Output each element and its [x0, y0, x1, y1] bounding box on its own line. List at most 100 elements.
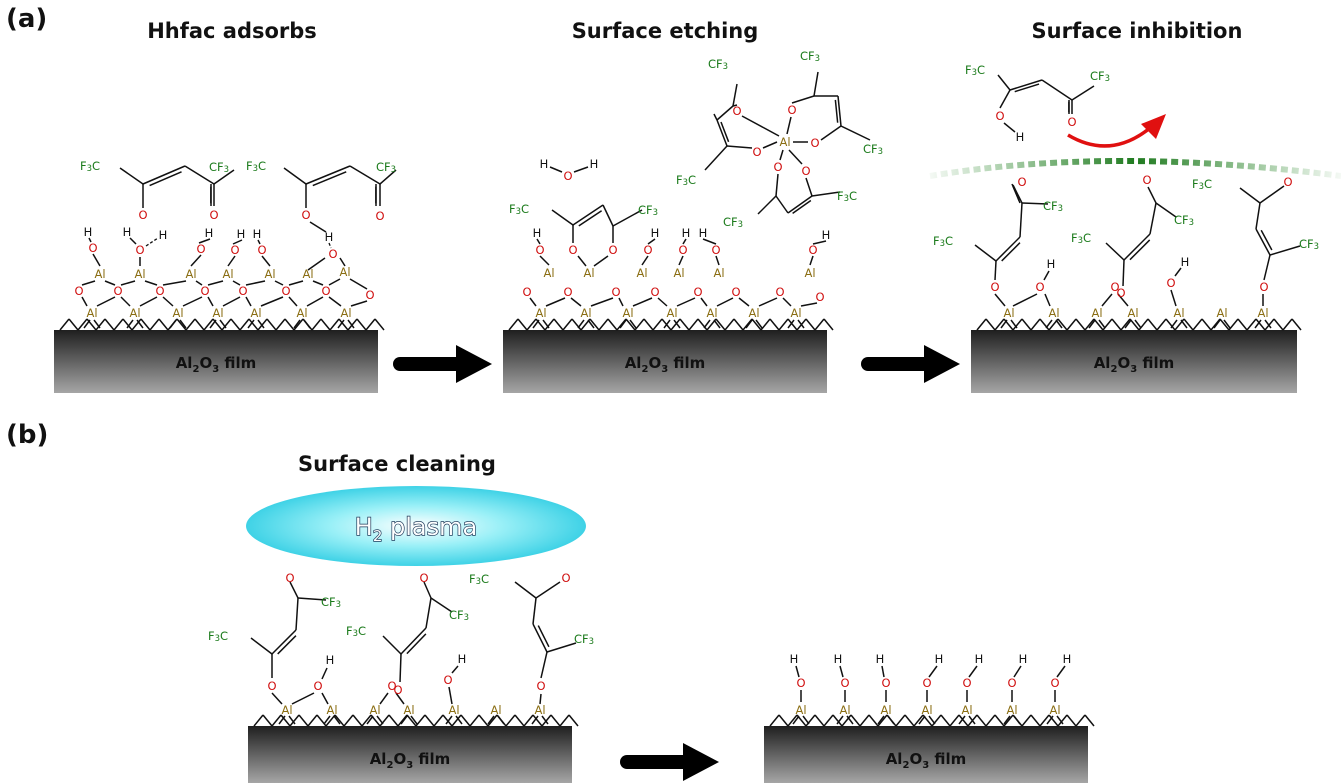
bond-line	[778, 318, 789, 331]
f3c-group: F3C	[208, 629, 228, 644]
bond-line	[445, 715, 453, 725]
bond-line	[469, 714, 480, 727]
bond-line	[994, 260, 997, 281]
bond-line	[787, 319, 795, 329]
bond-line	[379, 692, 389, 705]
bond-line	[814, 318, 825, 331]
bond-line	[1264, 318, 1275, 331]
aluminum-atom: Al	[296, 306, 307, 320]
bond-line	[839, 665, 844, 678]
oxygen-atom: O	[1067, 115, 1076, 129]
bond-line	[809, 255, 814, 266]
bond-line	[349, 278, 368, 290]
bond-line	[985, 318, 996, 331]
bond-line	[551, 209, 574, 226]
oxygen-atom: O	[815, 290, 824, 304]
bond-line	[410, 715, 418, 725]
bond-line	[232, 239, 243, 245]
bond-line	[400, 627, 427, 655]
bond-line	[339, 257, 346, 267]
bond-line	[219, 319, 227, 329]
oxygen-atom: O	[611, 285, 620, 299]
bond-line	[549, 166, 563, 173]
bond-line	[805, 714, 816, 727]
title-hhfac-adsorbs: Hhfac adsorbs	[147, 19, 317, 43]
oxygen-atom: O	[301, 208, 310, 222]
aluminum-atom: Al	[535, 306, 546, 320]
hydrogen-atom: H	[458, 652, 467, 666]
cf3-group: CF3	[1299, 237, 1319, 252]
aluminum-atom: Al	[281, 703, 292, 717]
bond-line	[968, 665, 978, 678]
oxygen-atom: O	[393, 683, 402, 697]
aluminum-atom: Al	[673, 266, 684, 280]
oxygen-atom: O	[113, 284, 122, 298]
substrate-3: Al2O3 film	[971, 330, 1297, 393]
bond-line	[307, 714, 318, 727]
process-arrow-3-head	[683, 743, 719, 781]
bond-line	[572, 204, 604, 226]
hydrogen-atom: H	[84, 225, 93, 239]
hydrogen-atom: H	[326, 653, 335, 667]
bond-line	[113, 318, 124, 331]
aluminum-atom: Al	[1003, 306, 1014, 320]
bond-line	[388, 714, 399, 727]
bond-line	[632, 297, 653, 307]
film-label-1: Al2O3 film	[176, 354, 257, 375]
bond-line	[1013, 715, 1021, 725]
bond-line	[757, 195, 777, 215]
oxygen-atom: O	[155, 284, 164, 298]
bond-line	[1039, 714, 1050, 727]
hydrogen-atom: H	[237, 227, 246, 241]
bond-line	[312, 280, 324, 286]
bond-line	[497, 715, 505, 725]
cf3-group: CF3	[1043, 199, 1063, 214]
aluminum-atom: Al	[403, 703, 414, 717]
bond-line	[542, 319, 550, 329]
bond-line	[1021, 318, 1032, 331]
bond-line	[868, 714, 879, 727]
hydrogen-atom: H	[1016, 130, 1025, 144]
hydrogen-atom: H	[651, 226, 660, 240]
bond-line	[587, 319, 595, 329]
title-surface-inhibition: Surface inhibition	[1032, 19, 1243, 43]
title-surface-etching: Surface etching	[572, 19, 759, 43]
aluminum-atom: Al	[1216, 306, 1227, 320]
bond-line	[532, 714, 543, 727]
bond-line	[1273, 318, 1284, 331]
oxygen-atom: O	[881, 676, 890, 690]
bond-line	[1201, 318, 1212, 331]
bond-line	[184, 165, 215, 185]
bond-line	[676, 297, 696, 307]
bond-line	[1066, 318, 1077, 331]
hydrogen-atom: H	[1063, 652, 1072, 666]
bond-line	[271, 629, 297, 655]
bond-line	[1246, 318, 1257, 331]
bond-line	[720, 121, 730, 143]
bond-line	[139, 296, 158, 307]
aluminum-atom: Al	[1049, 703, 1060, 717]
oxygen-atom: O	[1259, 280, 1268, 294]
bond-line	[791, 95, 815, 104]
film-label-4: Al2O3 film	[370, 750, 451, 771]
hydrogen-atom: H	[205, 226, 214, 240]
bond-line	[311, 318, 322, 331]
bond-line	[1180, 319, 1188, 329]
bond-line	[823, 714, 834, 727]
oxygen-atom: O	[209, 208, 218, 222]
bond-line	[536, 238, 541, 245]
bond-line	[539, 255, 550, 266]
aluminum-atom: Al	[534, 703, 545, 717]
bond-line	[787, 195, 813, 214]
film-label-5: Al2O3 film	[886, 750, 967, 771]
bond-line	[1259, 185, 1285, 204]
bond-line	[194, 318, 205, 331]
bond-line	[724, 318, 735, 331]
hydrogen-atom: H	[1181, 255, 1190, 269]
oxygen-atom: O	[773, 160, 782, 174]
bond-line	[59, 318, 70, 331]
h2-plasma-cloud	[246, 486, 586, 566]
oxygen-atom: O	[561, 571, 570, 585]
bond-line	[424, 714, 435, 727]
bond-line	[550, 714, 561, 727]
